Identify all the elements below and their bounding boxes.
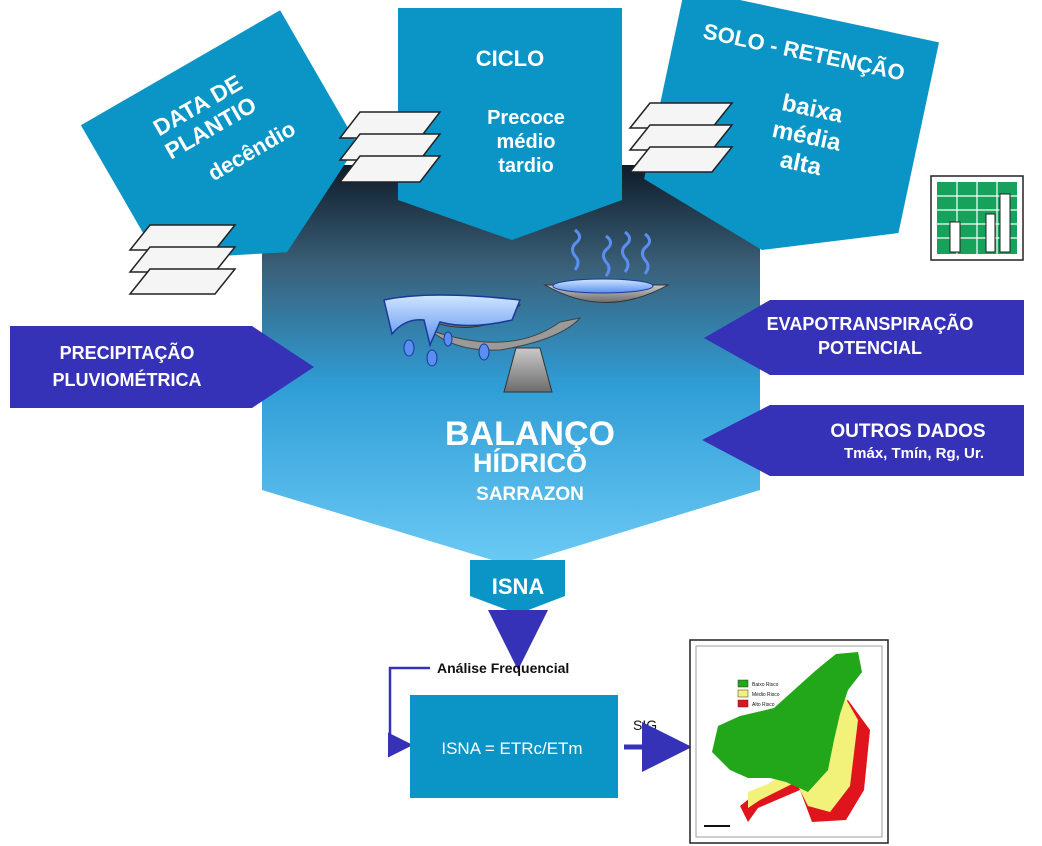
risk-map: Baixo Risco Médio Risco Alto Risco [689,639,889,844]
center-line2: HÍDRICO [473,447,587,478]
layers-icon [628,102,734,173]
precipitacao-line2: PLUVIOMÉTRICA [52,369,201,390]
isna-label: ISNA [492,574,545,599]
outros-line1: OUTROS DADOS [830,421,985,442]
formula-box: ISNA = ETRc/ETm [410,695,618,798]
arrow-precipitacao: PRECIPITAÇÃO PLUVIOMÉTRICA [10,326,314,408]
center-line3: SARRAZON [476,484,584,505]
card-data-plantio: DATA DE PLANTIO decêndio [80,10,358,260]
card-solo-retencao: SOLO - RETENÇÃO baixa média alta [644,0,939,251]
formula-text: ISNA = ETRc/ETm [441,739,582,758]
isna-shape: ISNA [470,560,565,614]
center-line1: BALANÇO [445,415,615,453]
water-balance-scale-icon [383,228,670,393]
sig-label: SIG [633,717,657,733]
evapotranspiracao-line2: POTENCIAL [818,338,922,358]
spreadsheet-chart-icon [930,175,1024,261]
map-region-low [712,652,862,792]
legend-item-2: Médio Risco [752,692,780,698]
map-legend: Baixo Risco Médio Risco Alto Risco [737,679,780,708]
precipitacao-line1: PRECIPITAÇÃO [60,342,195,363]
card-ciclo-item-3: tardio [498,155,554,177]
evapotranspiracao-line1: EVAPOTRANSPIRAÇÃO [767,313,974,334]
arrow-evapotranspiracao: EVAPOTRANSPIRAÇÃO POTENCIAL [704,300,1024,375]
card-ciclo-title: CICLO [476,46,544,71]
card-ciclo: CICLO Precoce médio tardio [398,8,622,240]
arrow-outros-dados: OUTROS DADOS Tmáx, Tmín, Rg, Ur. [702,405,1024,476]
card-ciclo-item-1: Precoce [487,107,565,129]
feedback-connector [388,666,430,758]
outros-line2: Tmáx, Tmín, Rg, Ur. [844,445,984,462]
legend-item-1: Baixo Risco [752,682,779,688]
legend-item-3: Alto Risco [752,702,775,708]
layers-icon [338,111,442,183]
layers-icon [128,224,237,295]
analise-frequencial-label: Análise Frequencial [437,660,569,676]
card-ciclo-item-2: médio [497,131,556,153]
